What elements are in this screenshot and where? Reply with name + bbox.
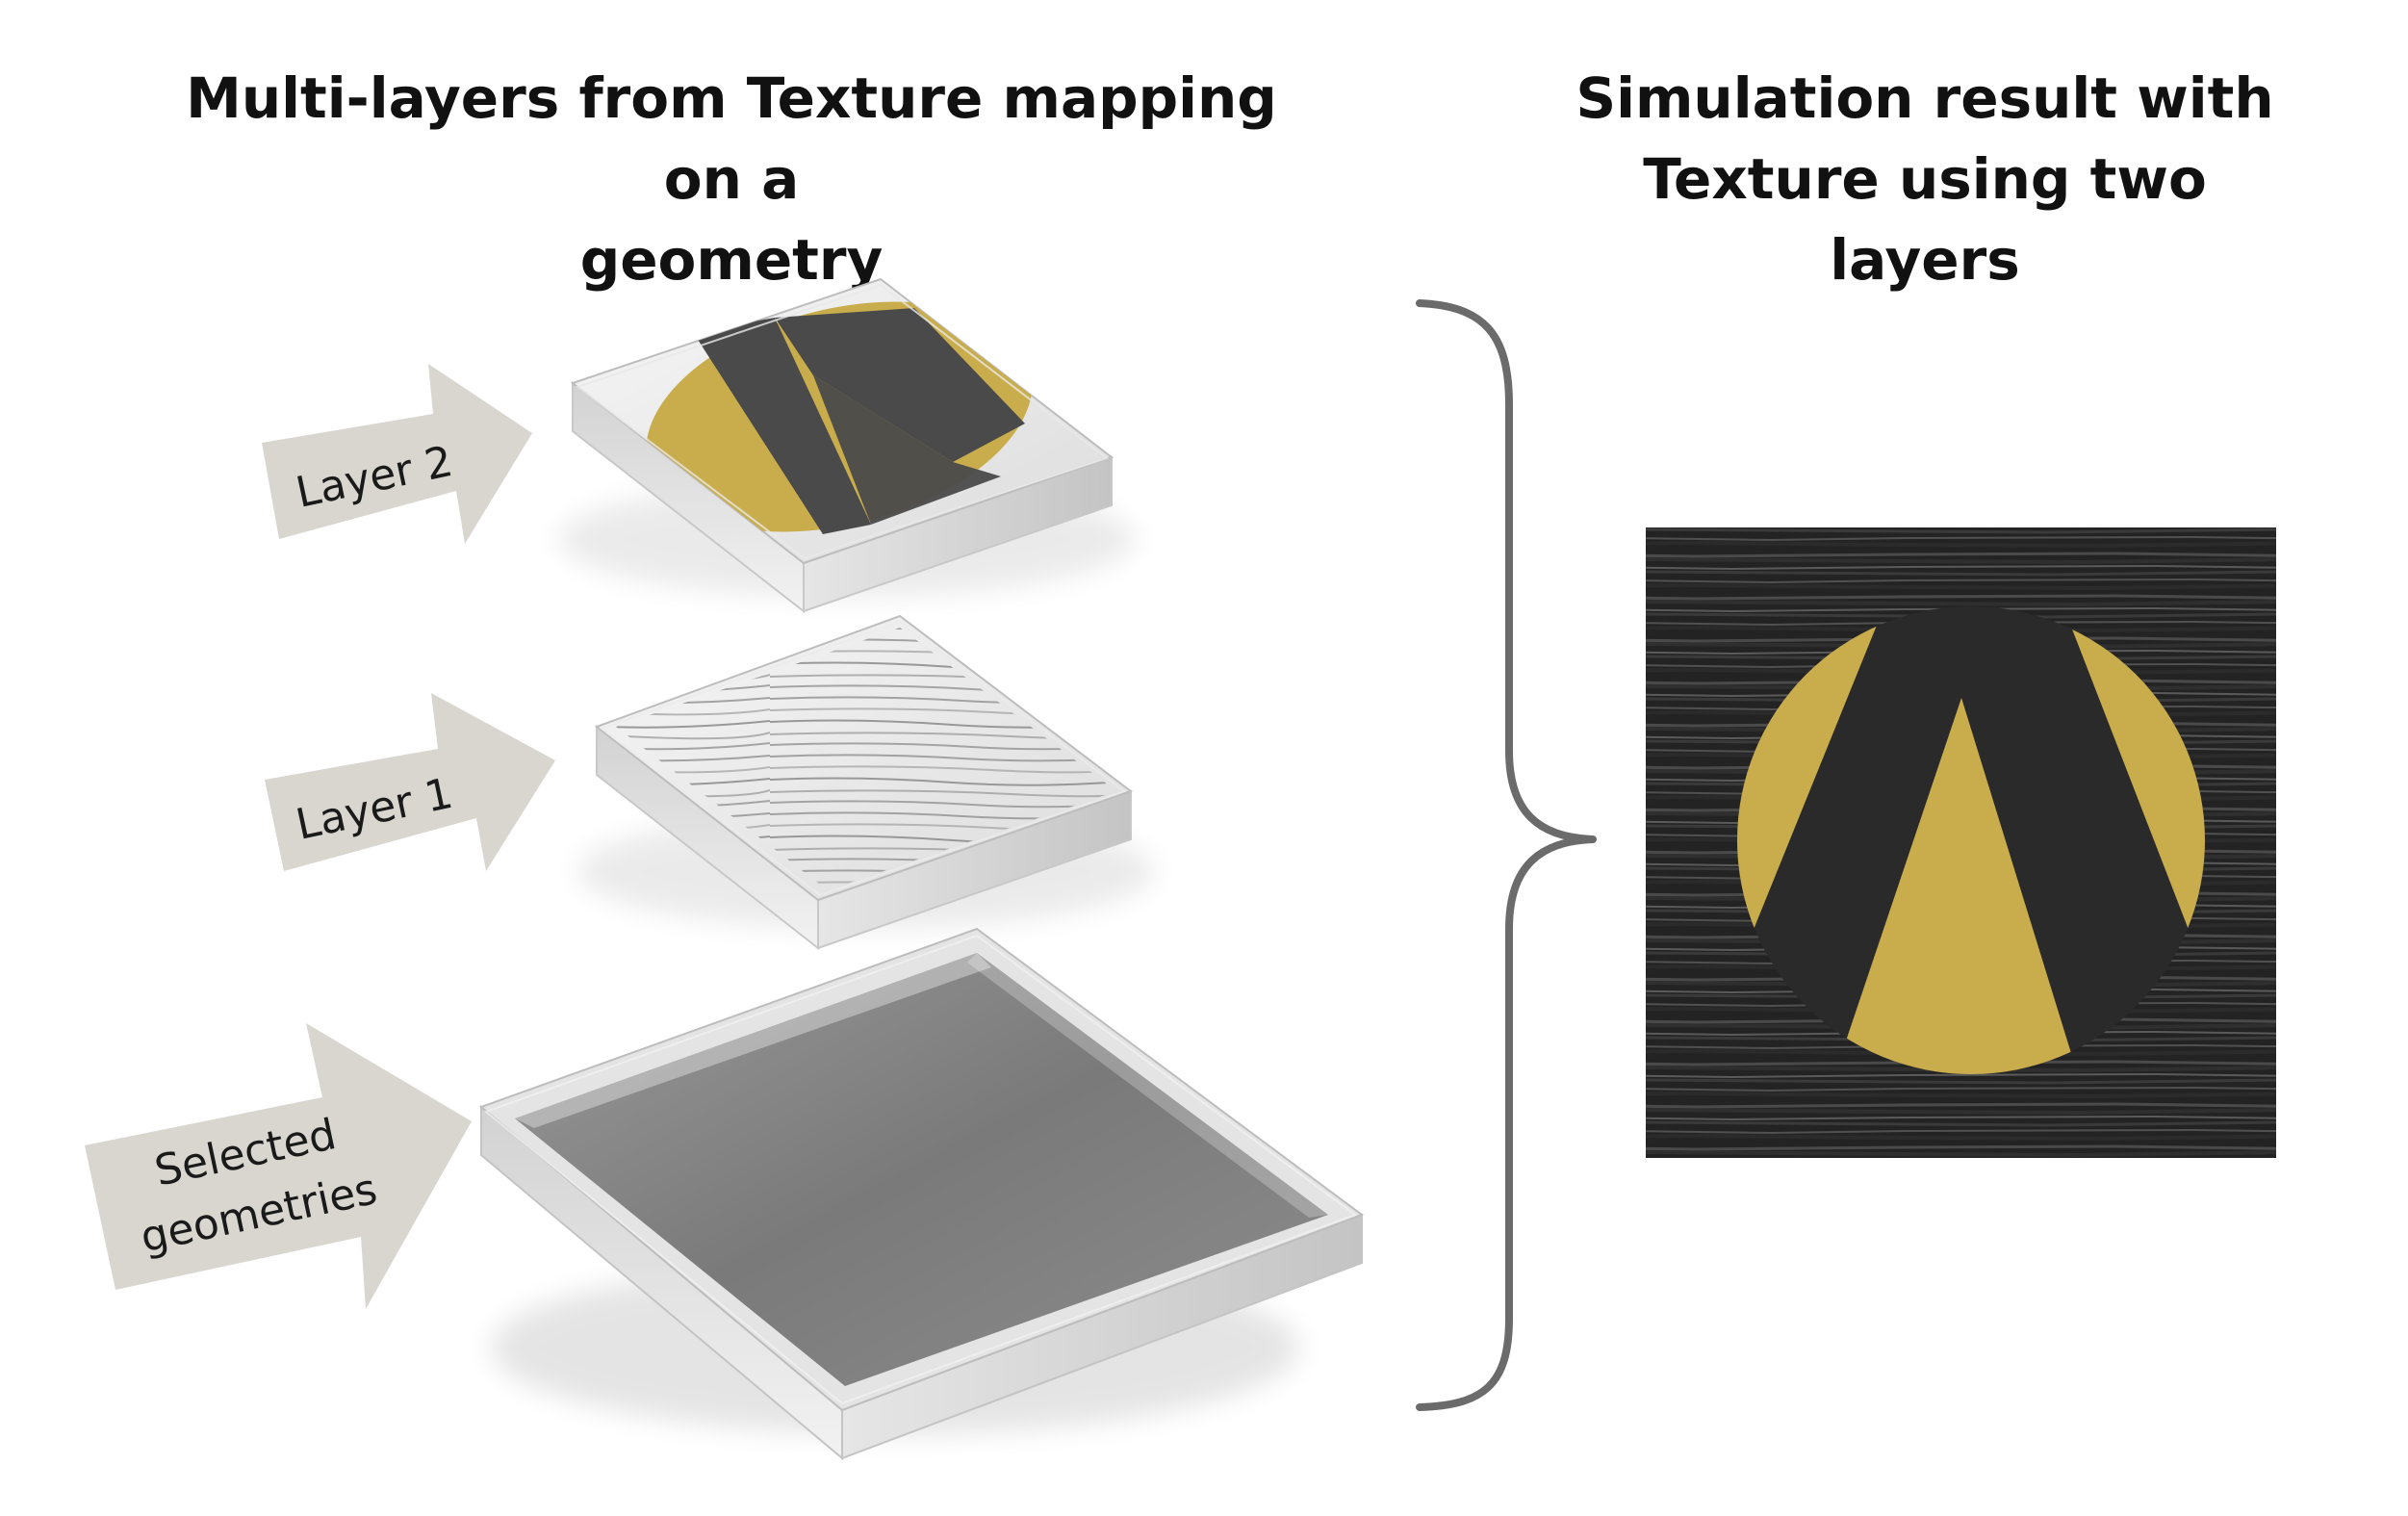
layer2-slab	[558, 277, 1136, 614]
simulation-result-image	[1646, 527, 2276, 1158]
left-heading-line-1: Multi-layers from Texture mapping on a	[186, 65, 1277, 212]
right-heading-line-1: Simulation result with	[1575, 65, 2274, 131]
selected-geometries-arrow: Selected geometries	[85, 1023, 472, 1309]
curly-brace-icon	[1416, 299, 1597, 1411]
layer1-slab	[577, 614, 1155, 951]
layer1-arrow: Layer 1	[265, 693, 555, 871]
left-heading: Multi-layers from Texture mapping on a g…	[173, 58, 1290, 300]
layer2-arrow: Layer 2	[262, 364, 532, 544]
left-heading-line-2: geometry	[579, 227, 884, 293]
layer1-wood-texture	[616, 628, 1116, 890]
right-heading-line-2: Texture using two layers	[1643, 146, 2207, 293]
right-heading: Simulation result with Texture using two…	[1550, 58, 2300, 300]
layer2-texture	[646, 301, 1033, 534]
selected-geometry-slab	[479, 927, 1365, 1461]
